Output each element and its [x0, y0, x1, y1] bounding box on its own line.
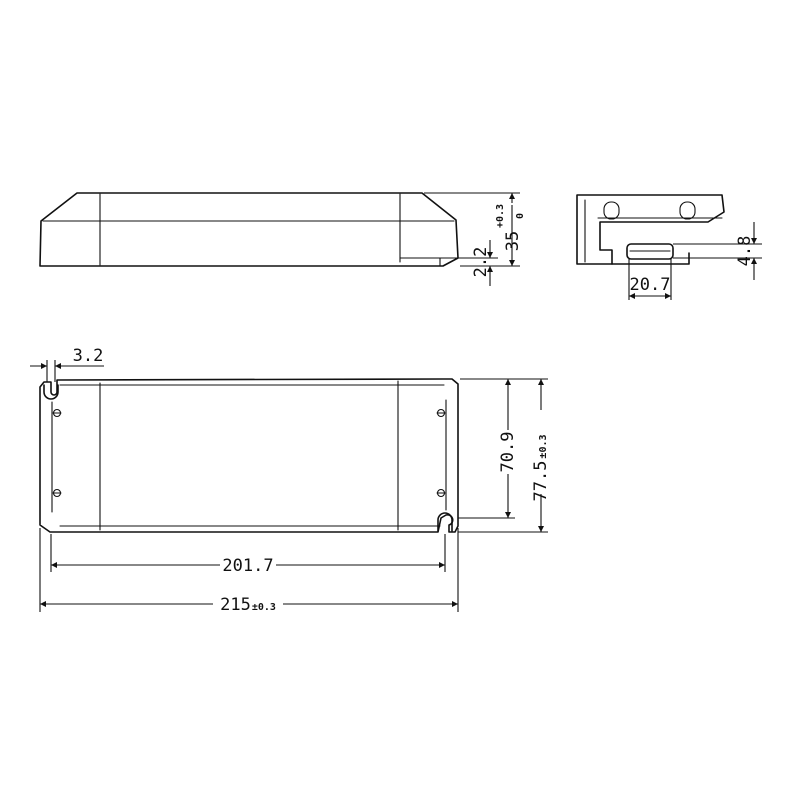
overall-width-tolerance: ±0.3 — [538, 434, 549, 458]
overall-width-value: 77.5±0.3 — [531, 434, 551, 501]
side-height-value: 35 — [503, 231, 523, 251]
side-view: 35 +0.3 0 2.2 — [39, 192, 526, 286]
screw-hole — [436, 488, 446, 498]
screw-hole — [436, 408, 446, 418]
hole-spacing-h-dimension: 201.7 — [50, 534, 446, 576]
overall-width-dimension: 77.5±0.3 — [458, 378, 551, 533]
hole-spacing-h-value: 201.7 — [222, 556, 273, 576]
hole-spacing-v-dimension: 70.9 — [458, 378, 518, 519]
screw-hole — [52, 408, 62, 418]
side-height-tol-upper: +0.3 — [495, 204, 506, 228]
screw-hole — [52, 488, 62, 498]
overall-length-value: 215±0.3 — [220, 595, 276, 615]
overall-length-tolerance: ±0.3 — [252, 602, 276, 613]
end-opening-width-value: 20.7 — [630, 275, 671, 295]
side-height-tol-lower: 0 — [515, 213, 526, 219]
top-view: 3.2 70.9 77.5±0.3 201.7 — [30, 346, 551, 615]
side-height-dimension: 35 +0.3 0 — [424, 192, 526, 267]
side-foot-dimension: 2.2 — [458, 240, 498, 286]
end-opening-height-dimension: 4.8 — [673, 222, 762, 280]
end-view: 4.8 20.7 — [576, 194, 762, 300]
end-opening-width-dimension: 20.7 — [628, 259, 672, 300]
hole-spacing-v-value: 70.9 — [498, 432, 518, 473]
end-opening-height-value: 4.8 — [735, 236, 755, 267]
slot-width-value: 3.2 — [73, 346, 104, 366]
overall-length-dimension: 215±0.3 — [39, 528, 459, 615]
slot-width-dimension: 3.2 — [30, 346, 104, 382]
side-foot-value: 2.2 — [471, 247, 491, 278]
